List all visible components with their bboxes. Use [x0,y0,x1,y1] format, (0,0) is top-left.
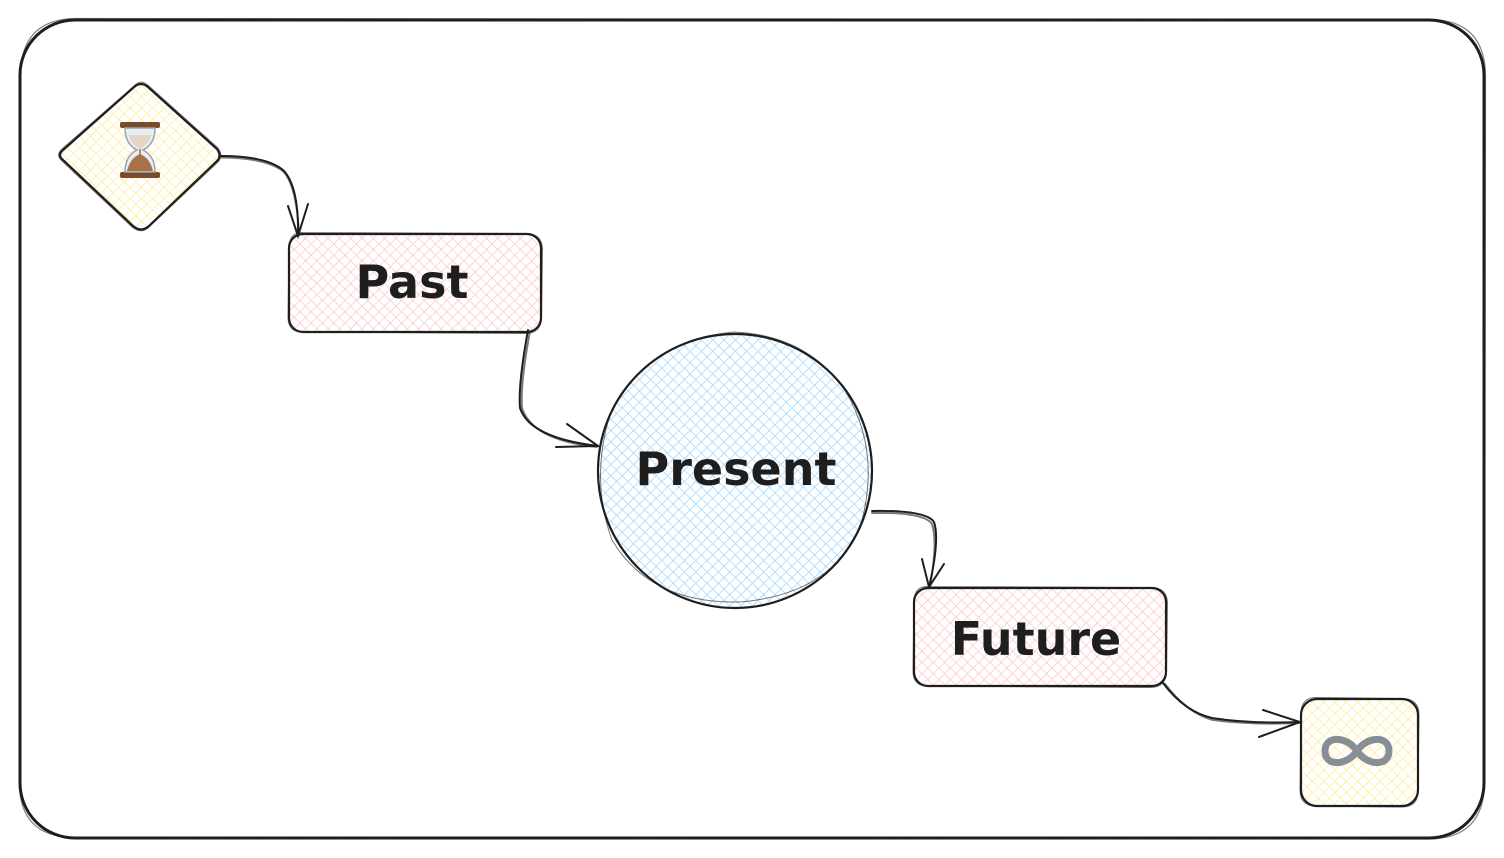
end-node[interactable] [1299,696,1420,808]
edge-past-to-present [518,329,602,448]
edge-present-to-future [871,509,945,590]
infinity-icon [1321,735,1393,767]
future-node[interactable]: Future [912,585,1169,689]
edge-start-to-past [220,155,309,240]
future-label: Future [951,612,1122,666]
hourglass-icon [120,122,160,178]
past-node[interactable]: Past [287,231,544,335]
past-label: Past [356,255,469,309]
outer-frame [18,17,1487,840]
present-node[interactable]: Present [596,331,874,610]
present-label: Present [636,442,837,496]
edge-future-to-end [1162,682,1304,738]
start-node[interactable] [58,81,222,232]
